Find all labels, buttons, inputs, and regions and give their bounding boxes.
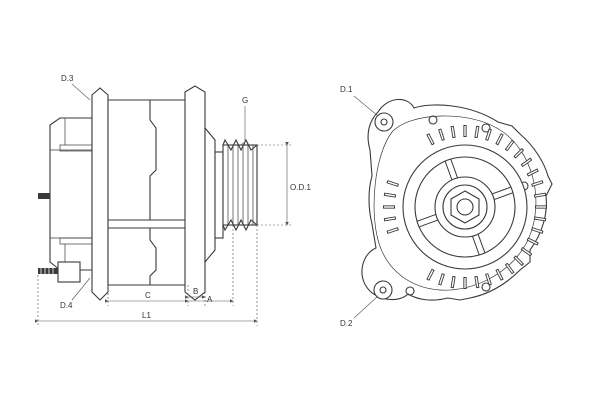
vent-slot-inner: [475, 126, 479, 137]
vent-slot-inner: [514, 256, 523, 265]
vent-slot-inner: [535, 217, 546, 221]
vent-slot-inner: [506, 264, 514, 273]
stator-body: [107, 99, 191, 286]
hex-nut: [450, 190, 480, 224]
label-l1: L1: [142, 311, 151, 320]
front-housing: [184, 85, 206, 301]
rear-cap: [49, 117, 93, 271]
vent-slot-inner: [387, 181, 398, 186]
vent-slot-inner: [522, 248, 531, 256]
vent-slot-inner: [439, 129, 444, 140]
side-view: G O.D.1 D.3 D.4 C B A L1: [35, 74, 311, 326]
vent-slot-inner: [387, 228, 398, 233]
label-g: G: [242, 96, 248, 105]
vent-slot-inner: [532, 228, 543, 233]
vent-slot-inner: [486, 274, 491, 285]
label-c: C: [145, 291, 151, 300]
vent-slot-inner: [496, 134, 503, 145]
label-b: B: [193, 287, 198, 296]
front-view: D.1 D.2: [340, 85, 553, 328]
vent-slot-inner: [427, 269, 434, 280]
rotor-spokes: [416, 158, 514, 256]
vent-slot-inner: [384, 217, 395, 221]
rear-terminal-bolt: [38, 193, 50, 199]
rear-mounting-ear: [91, 87, 109, 301]
label-d4: D.4: [60, 301, 73, 310]
vent-slot-inner: [514, 149, 523, 158]
label-d1: D.1: [340, 85, 353, 94]
vent-slot-inner: [451, 126, 455, 137]
vent-slot-inner: [527, 238, 538, 245]
vent-slot-inner: [527, 169, 538, 176]
vent-slot-inner: [532, 181, 543, 186]
vent-slot-inner: [522, 158, 531, 166]
vent-slot-inner: [439, 274, 444, 285]
vent-slot-inner: [535, 193, 546, 197]
vent-slot-inner: [475, 277, 479, 288]
label-d3: D.3: [61, 74, 74, 83]
vent-slot-inner: [506, 141, 514, 150]
label-d2: D.2: [340, 319, 353, 328]
vent-slots: [383, 125, 547, 289]
label-a: A: [207, 295, 213, 304]
label-od1: O.D.1: [290, 183, 311, 192]
pulley: [222, 138, 258, 232]
vent-slot-inner: [496, 269, 503, 280]
vent-slot-inner: [451, 277, 455, 288]
d4-mount-stud: [38, 261, 81, 283]
vent-slot-inner: [486, 129, 491, 140]
vent-slot-inner: [427, 134, 434, 145]
vent-slot-inner: [384, 193, 395, 197]
